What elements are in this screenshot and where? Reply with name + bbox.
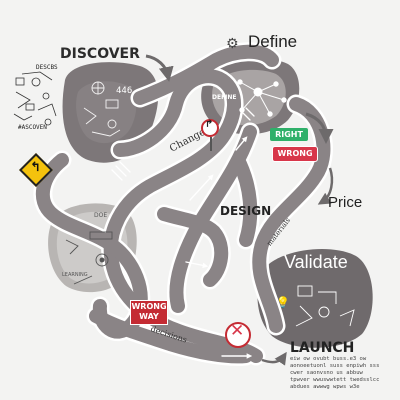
gear-icon: ⚙ [226, 36, 239, 52]
stage-title-discover: DISCOVER [60, 46, 140, 62]
wrong-way-line1: WRONG [131, 302, 167, 311]
launch-caption-line: cwer saonvsno us abbuw [290, 370, 363, 376]
launch-caption-line: tpwver wwuswwtett twedsslcc [290, 377, 380, 383]
launch-caption-line: aonoeetuonl suss enpiwh sss [290, 363, 380, 369]
stage-title-price: Price [328, 194, 363, 211]
right-sign: RIGHT [270, 128, 308, 141]
flow-arrows [145, 54, 334, 366]
stage-title-launch: LAUNCH [290, 340, 355, 356]
turn-arrow-icon: ↱ [205, 119, 214, 130]
sketch-label-bottom: #ASCOVEN [18, 124, 47, 131]
wrong-sign: WRONG [272, 146, 318, 162]
launch-caption-line: eiw ow ovubt buss.e3 ow [290, 356, 367, 362]
sketch-doodles [13, 71, 57, 126]
stage-title-design: DESIGN [220, 204, 272, 218]
discover-bubble [62, 62, 159, 163]
lightbulb-icon: 💡 [276, 296, 290, 309]
design-inner-subtext: LEARNING [62, 272, 88, 278]
discover-inner-text: 446 [116, 86, 133, 96]
define-doodles [237, 79, 287, 117]
define-inner-text: DEFINE [212, 94, 237, 101]
sketch-label-top: DESCBS [36, 64, 58, 71]
stage-title-define: Define [248, 32, 298, 51]
stage-title-validate: Validate [284, 252, 348, 272]
design-inner-text: DOE [94, 212, 108, 219]
u-turn-arrow-icon: ↰ [30, 160, 41, 175]
wrong-way-sign: WRONG WAY [130, 300, 168, 325]
launch-caption-line: abdues awwwg wpws w3e [290, 384, 360, 390]
validate-doodles [295, 285, 355, 327]
x-mark-sign [225, 322, 251, 348]
discover-doodles [83, 81, 121, 137]
launch-caption: eiw ow ovubt buss.e3 ow aonoeetuonl suss… [290, 356, 379, 391]
design-doodles [65, 231, 113, 285]
sign-post [210, 137, 212, 151]
no-turn-sign [201, 119, 219, 137]
x-mark-icon: ✕ [230, 321, 245, 341]
wrong-way-line2: WAY [139, 312, 159, 321]
validate-bubble [257, 249, 373, 348]
